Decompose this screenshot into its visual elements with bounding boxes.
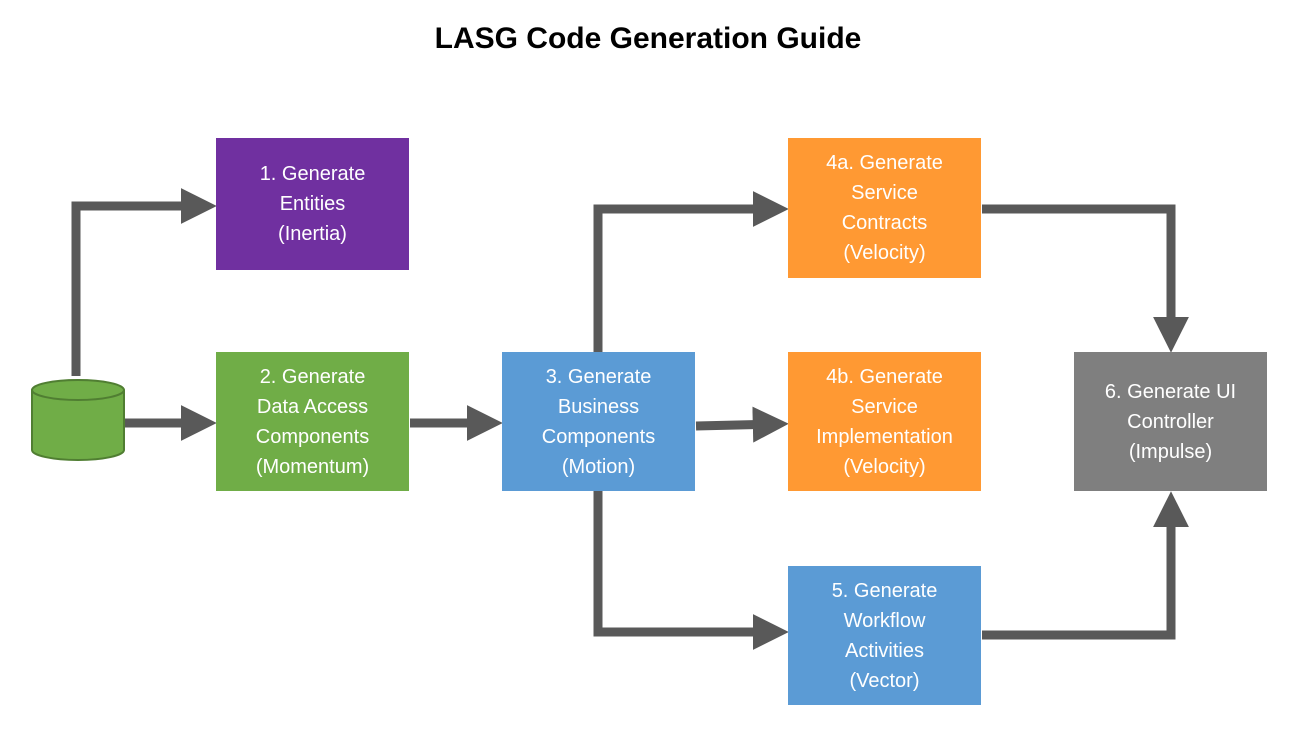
arrow-business-to-workflow bbox=[593, 491, 789, 650]
step-label: 1. Generate Entities (Inertia) bbox=[259, 163, 366, 245]
arrow-business-to-contracts bbox=[593, 191, 789, 352]
step-generate-ui-controller: 6. Generate UI Controller (Impulse) bbox=[1074, 352, 1267, 491]
step-label: 4b. Generate Service Implementation (Vel… bbox=[816, 365, 953, 478]
step-label: 5. Generate Workflow Activities (Vector) bbox=[831, 579, 938, 692]
arrow-db-to-entities bbox=[71, 188, 217, 376]
step-generate-entities: 1. Generate Entities (Inertia) bbox=[216, 138, 409, 270]
step-generate-business-components: 3. Generate Business Components (Motion) bbox=[502, 352, 695, 491]
step-generate-data-access-components: 2. Generate Data Access Components (Mome… bbox=[216, 352, 409, 491]
step-generate-service-implementation: 4b. Generate Service Implementation (Vel… bbox=[788, 352, 981, 491]
step-generate-workflow-activities: 5. Generate Workflow Activities (Vector) bbox=[788, 566, 981, 705]
step-generate-service-contracts: 4a. Generate Service Contracts (Velocity… bbox=[788, 138, 981, 278]
diagram-title: LASG Code Generation Guide bbox=[434, 22, 862, 55]
step-label: 6. Generate UI Controller (Impulse) bbox=[1104, 380, 1237, 463]
step-label: 4a. Generate Service Contracts (Velocity… bbox=[826, 152, 943, 264]
step-label: 3. Generate Business Components (Motion) bbox=[541, 365, 656, 478]
database-icon bbox=[30, 378, 126, 471]
arrow-workflow-to-ui-controller bbox=[982, 491, 1189, 640]
arrow-contracts-to-ui-controller bbox=[982, 204, 1189, 353]
step-label: 2. Generate Data Access Components (Mome… bbox=[255, 365, 370, 478]
arrow-business-to-implementation bbox=[695, 406, 789, 443]
